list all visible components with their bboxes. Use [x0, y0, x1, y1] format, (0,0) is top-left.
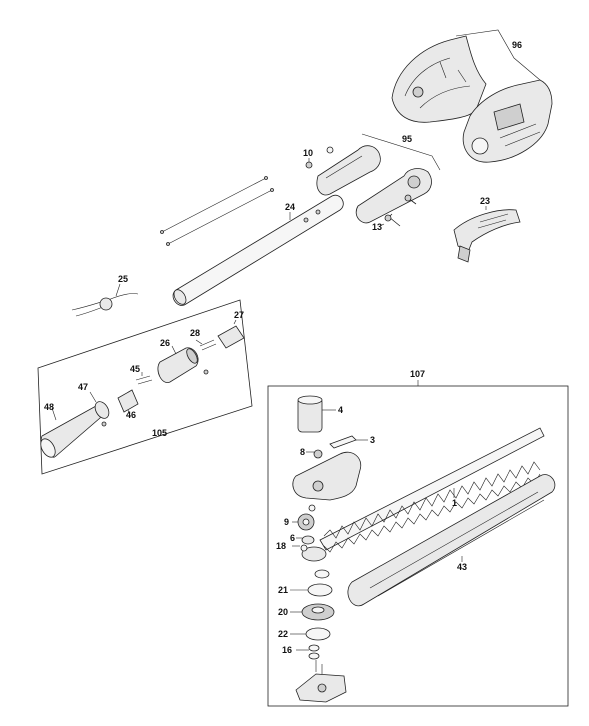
part-label-9: 9: [284, 517, 289, 527]
housing-left-half: [391, 35, 487, 123]
pole-tube: [172, 194, 344, 306]
blade-guard: [347, 474, 556, 607]
housing-assembly: 96: [391, 29, 553, 163]
part-label-8: 8: [300, 447, 305, 457]
blade-end-loop: [301, 546, 327, 562]
disc-22: [305, 627, 331, 641]
screw-8: [313, 449, 323, 459]
part-label-24: 24: [285, 202, 295, 212]
plate: [329, 435, 357, 449]
part-label-28: 28: [190, 328, 200, 338]
cord-clip: [99, 297, 113, 311]
group-label-95: 95: [402, 134, 412, 144]
nut-10: [305, 161, 313, 169]
circlip-18: [300, 544, 308, 552]
part-label-21: 21: [278, 585, 288, 595]
part-10: 10: [303, 146, 334, 169]
group-label-96: 96: [512, 40, 522, 50]
part-label-6: 6: [290, 533, 295, 543]
connector-left-half: [316, 145, 381, 196]
part-label-47: 47: [78, 382, 88, 392]
part-label-1: 1: [452, 498, 457, 508]
hedge-blade: [319, 427, 545, 551]
part-label-18: 18: [276, 541, 286, 551]
part-label-13: 13: [372, 222, 382, 232]
part-label-48: 48: [44, 402, 54, 412]
collar-ring: [94, 401, 110, 419]
part-label-16: 16: [282, 645, 292, 655]
disc-21: [307, 583, 333, 597]
part-label-20: 20: [278, 607, 288, 617]
part-13: 13: [372, 194, 417, 232]
group-box-105: [37, 299, 253, 475]
part-label-25: 25: [118, 274, 128, 284]
part-label-4: 4: [338, 405, 343, 415]
belt-clip: [453, 209, 521, 253]
gearbox-body: [292, 451, 362, 501]
switch-button: [217, 325, 245, 349]
part-label-23: 23: [480, 196, 490, 206]
part-label-3: 3: [370, 435, 375, 445]
washer-16: [308, 644, 320, 652]
connector-assembly: 95: [316, 133, 441, 224]
wires: [160, 176, 274, 246]
part-label-43: 43: [457, 562, 467, 572]
housing-screw-boss: [412, 86, 424, 98]
group-label-105: 105: [152, 428, 167, 438]
washer: [326, 146, 334, 154]
part-label-22: 22: [278, 629, 288, 639]
part-label-10: 10: [303, 148, 313, 158]
wire-upper: [161, 177, 267, 233]
connector-right-half: [355, 168, 432, 224]
blade-assembly-box: 107 4 3 8 1 43 9: [267, 369, 569, 707]
handle-assembly-box: 105 48 47 46 45 26 28 27: [37, 299, 253, 475]
part-25: 25: [71, 274, 139, 317]
part-23: 23: [453, 196, 521, 263]
part-label-45: 45: [130, 364, 140, 374]
group-label-107: 107: [410, 369, 425, 379]
part-label-26: 26: [160, 338, 170, 348]
washer-6: [301, 535, 315, 545]
part-label-27: 27: [234, 310, 244, 320]
sleeve: [117, 389, 139, 413]
part-label-46: 46: [126, 410, 136, 420]
wire-lower: [167, 189, 273, 245]
part-24: 24: [172, 194, 344, 306]
